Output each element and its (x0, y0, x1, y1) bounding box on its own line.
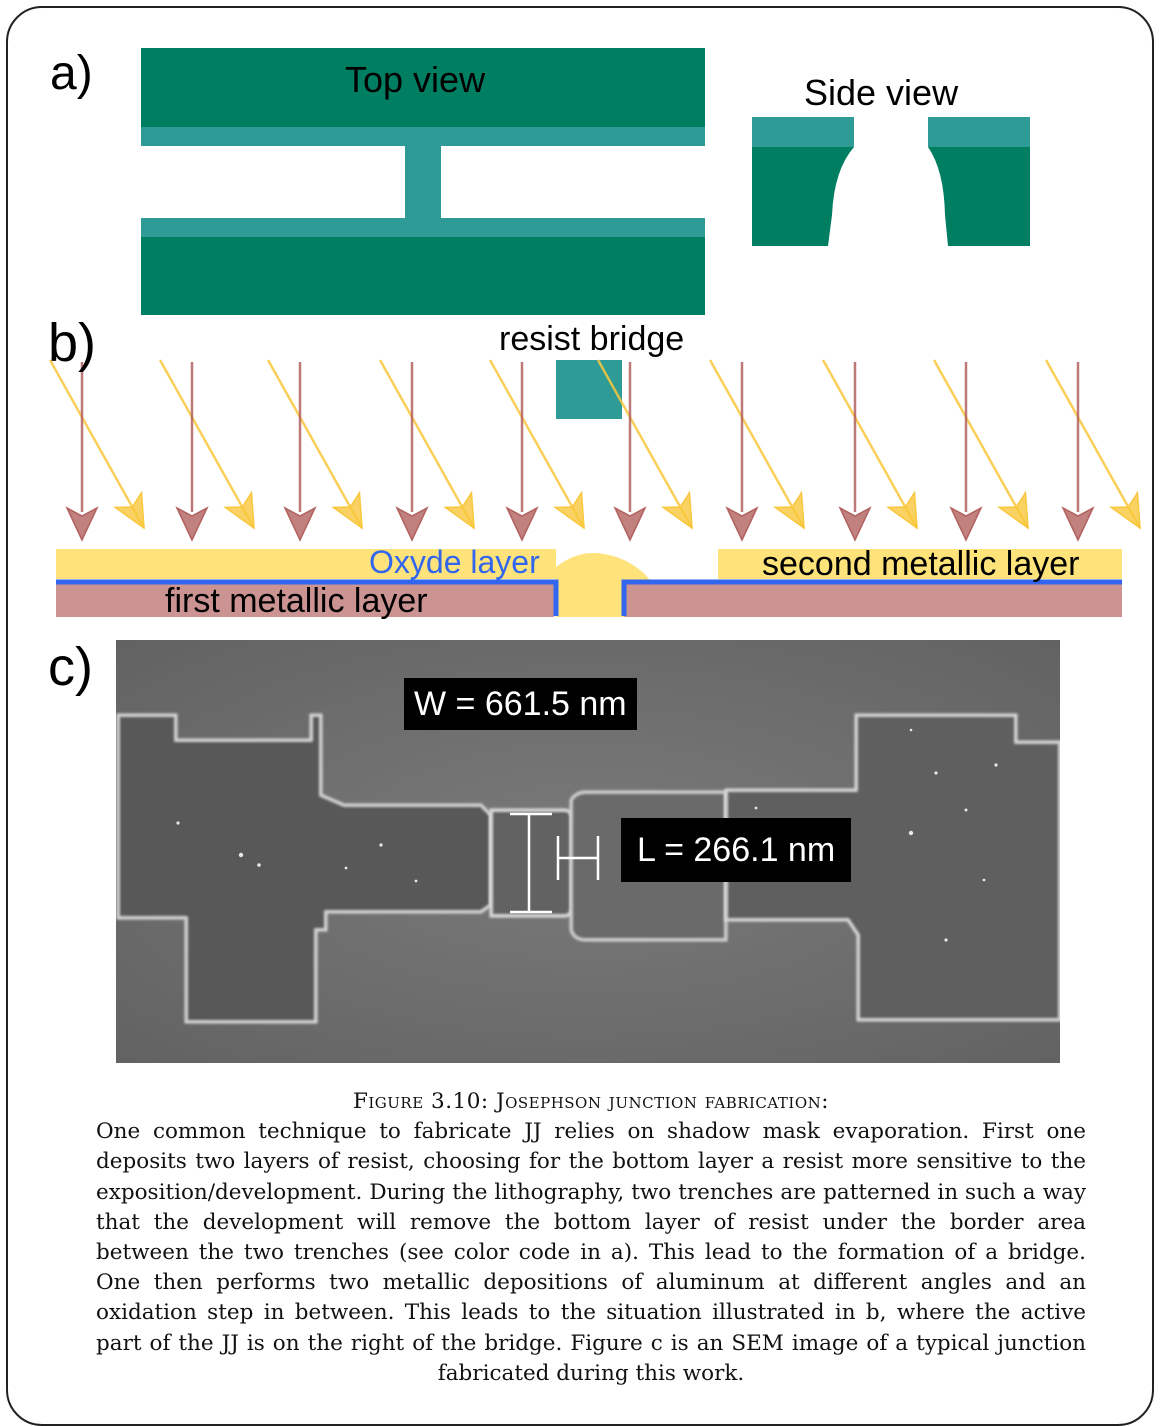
sem-measure-lines (510, 812, 600, 914)
oxyde-left (56, 579, 559, 616)
yellow-evaporation-arrow-shaft (708, 359, 806, 529)
side-view-right-top-resist (928, 117, 1030, 147)
top-view-lower-pad (141, 237, 705, 315)
yellow-evaporation-arrow-shaft (378, 359, 476, 529)
yellow-evaporation-arrow-shaft (48, 359, 146, 529)
oxyde-right (621, 579, 1122, 616)
junction-overlap (556, 552, 650, 617)
red-evaporation-arrow-head (505, 506, 539, 542)
sem-bridge (489, 808, 574, 918)
top-view-bridge (405, 146, 441, 218)
red-evaporation-arrow-head (613, 506, 647, 542)
layer-stack-diagram (56, 360, 1122, 617)
resist-bridge-label: resist bridge (499, 320, 685, 358)
red-evaporation-arrow-head (1061, 506, 1095, 542)
yellow-evaporation-arrow-head (443, 490, 475, 530)
yellow-evaporation-arrow-shaft (488, 359, 586, 529)
first-metallic-layer-label: first metallic layer (165, 582, 428, 620)
yellow-evaporation-arrow-head (661, 490, 693, 530)
panel-b-label: b) (48, 313, 97, 373)
first-metal-left (56, 583, 554, 617)
yellow-evaporation-arrow-shaft (932, 359, 1030, 529)
red-evaporation-arrow-head (65, 506, 99, 542)
width-measurement-label: W = 661.5 nm (404, 678, 637, 730)
sem-left-electrode (116, 713, 493, 1024)
side-view-left-bottom-resist (752, 147, 854, 246)
caption-title: Figure 3.10: Josephson junction fabricat… (96, 1087, 1086, 1117)
red-evaporation-arrow-head (395, 506, 429, 542)
caption-title-text: Figure 3.10: Josephson junction fabricat… (352, 1089, 830, 1114)
yellow-evaporation-arrow-head (113, 490, 145, 530)
first-metal-right (624, 583, 1122, 617)
side-view-right-bottom-resist (928, 147, 1030, 246)
yellow-evaporation-arrow-shaft (266, 359, 364, 529)
top-view-upper-pad (141, 48, 705, 127)
side-view-left-top-resist (752, 117, 854, 147)
yellow-evaporation-arrow-shaft (821, 359, 919, 529)
red-evaporation-arrow-head (175, 506, 209, 542)
top-view-lower-undercut (141, 218, 705, 237)
oxyde-layer-label: Oxyde layer (369, 544, 540, 580)
length-measurement-label: L = 266.1 nm (621, 818, 852, 882)
panel-c-label: c) (48, 637, 93, 697)
side-view-diagram (752, 117, 1030, 246)
sem-image: W = 661.5 nm L = 266.1 nm (116, 640, 1060, 1063)
yellow-evaporation-arrow-head (997, 490, 1029, 530)
yellow-evaporation-arrow-head (773, 490, 805, 530)
yellow-evaporation-arrow-shaft (1044, 359, 1142, 529)
figure-caption: Figure 3.10: Josephson junction fabricat… (96, 1087, 1086, 1389)
second-metal-left (56, 549, 556, 579)
top-view-diagram (141, 48, 705, 315)
red-evaporation-arrow-head (838, 506, 872, 542)
caption-body: One common technique to fabricate JJ rel… (96, 1119, 1086, 1386)
red-evaporation-arrow-head (283, 506, 317, 542)
yellow-evaporation-arrow-head (331, 490, 363, 530)
yellow-evaporation-arrow-head (553, 490, 585, 530)
panel-a-label: a) (50, 47, 93, 100)
resist-bridge-block (556, 360, 622, 419)
sem-right-electrode (724, 713, 1060, 1022)
second-metal-right (718, 549, 1122, 579)
evaporation-arrows (48, 359, 1142, 542)
yellow-evaporation-arrow-head (223, 490, 255, 530)
top-view-upper-undercut (141, 127, 705, 146)
yellow-evaporation-arrow-head (886, 490, 918, 530)
top-view-title: Top view (345, 59, 486, 100)
red-evaporation-arrow-head (949, 506, 983, 542)
fabrication-diagram (48, 48, 1142, 617)
second-metallic-layer-label: second metallic layer (762, 545, 1080, 583)
yellow-evaporation-arrow-head (1109, 490, 1141, 530)
yellow-evaporation-arrow-shaft (158, 359, 256, 529)
side-view-title: Side view (804, 72, 959, 113)
red-evaporation-arrow-head (725, 506, 759, 542)
yellow-evaporation-arrow-shaft (596, 359, 694, 529)
sem-junction-drawing (116, 713, 1060, 1024)
